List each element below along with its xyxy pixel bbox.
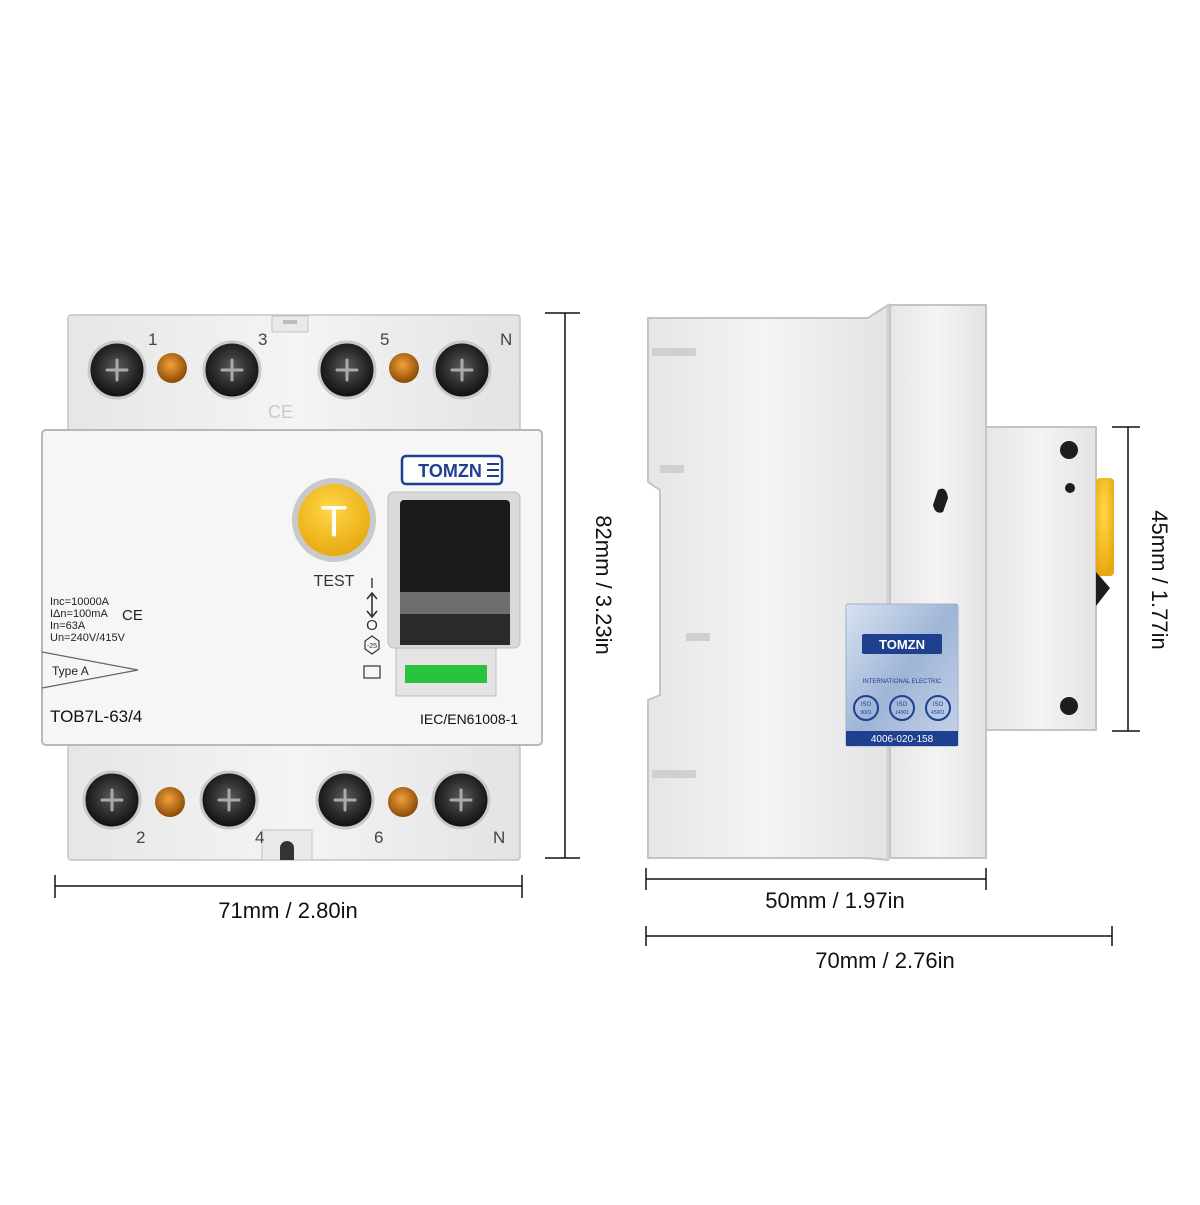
ce-mark-top: CE	[268, 402, 293, 422]
switch-lever[interactable]	[387, 491, 521, 649]
indicator-window-bottom-right	[388, 787, 418, 817]
din-clip-hole	[280, 841, 294, 860]
front-view: 1 3 5 N CE 2 4 6 N	[41, 314, 543, 861]
terminal-label-bottom-6: 6	[374, 828, 383, 847]
terminal-label-top-5: 5	[380, 330, 389, 349]
dimension-lines	[54, 312, 1140, 946]
side-slot-1	[652, 348, 696, 356]
screw-slots-bottom	[100, 788, 473, 812]
indicator-window-top-right	[389, 353, 419, 383]
cert-brand-plate	[862, 634, 942, 654]
side-lever-slot	[933, 488, 948, 513]
side-test-button	[1096, 478, 1114, 576]
switch-lever-tip	[400, 614, 510, 645]
side-slot-3	[686, 633, 710, 641]
brand-logo: TOMZN	[400, 454, 504, 486]
rating-in: In=63A	[50, 620, 86, 632]
rating-un: Un=240V/415V	[50, 632, 126, 644]
side-body-right	[889, 304, 987, 859]
indicator-window-bottom-left	[155, 787, 185, 817]
test-button-letter: T	[321, 497, 348, 546]
cert-seal-3-line1: ISO	[933, 702, 944, 708]
reset-symbol-icon	[363, 665, 381, 679]
cert-seal-1-icon	[853, 695, 879, 721]
certification-label: TOMZN INTERNATIONAL ELECTRIC ISO ISO ISO…	[845, 603, 959, 747]
dim-side-inner-label: 50mm / 1.97in	[765, 888, 904, 913]
bottom-terminals: 2 4 6 N	[82, 770, 505, 847]
test-label: TEST	[314, 573, 355, 590]
temperature-symbol: -25	[367, 643, 377, 650]
dim-side-total-label: 70mm / 2.76in	[815, 948, 954, 973]
side-switch-lever	[1096, 572, 1110, 606]
side-body-left	[647, 303, 889, 862]
screw-slots-top	[105, 358, 474, 382]
status-window-indicator	[405, 665, 487, 683]
terminal-label-bottom-2: 2	[136, 828, 145, 847]
side-slot-2	[660, 465, 684, 473]
switch-on-label: I	[370, 575, 374, 592]
ratings-block: Inc=10000A IΔn=100mA In=63A Un=240V/415V…	[50, 596, 143, 644]
standard-label: IEC/EN61008-1	[420, 711, 518, 727]
dim-front-height-label: 82mm / 3.23in	[591, 515, 616, 654]
terminal-label-top-3: 3	[258, 330, 267, 349]
side-front-protrusion	[985, 426, 1097, 731]
type-label: Type A	[52, 664, 89, 678]
mount-hole-bottom	[1060, 697, 1078, 715]
terminal-label-top-n: N	[500, 330, 512, 349]
terminal-label-bottom-4: 4	[255, 828, 264, 847]
cert-seal-2-icon	[889, 695, 915, 721]
cert-label-bg	[845, 603, 959, 747]
cert-seal-1-line2: 9001	[860, 710, 871, 716]
cert-seal-1-line1: ISO	[861, 702, 872, 708]
top-terminals: 1 3 5 N CE	[87, 330, 512, 422]
cert-seal-2-line2: 14001	[895, 710, 909, 716]
terminal-label-top-1: 1	[148, 330, 157, 349]
cert-seal-3-line2: 45001	[931, 710, 945, 716]
rating-idn: IΔn=100mA	[50, 608, 108, 620]
switch-direction-arrow-icon	[366, 591, 378, 619]
cert-seal-2-line1: ISO	[897, 702, 908, 708]
type-label-wedge	[41, 651, 139, 689]
test-button-cap	[298, 484, 370, 556]
indicator-window-top-left	[157, 353, 187, 383]
dim-side-height-label: 45mm / 1.77in	[1147, 510, 1172, 649]
switch-lever-highlight	[400, 592, 510, 614]
mount-hole-small	[1065, 483, 1075, 493]
cert-brand-text: TOMZN	[879, 637, 925, 652]
side-view: TOMZN INTERNATIONAL ELECTRIC ISO ISO ISO…	[647, 303, 1114, 862]
temperature-hexagon-icon	[364, 635, 380, 655]
mount-hole-top	[1060, 441, 1078, 459]
rating-inc: Inc=10000A	[50, 596, 110, 608]
brand-text-front: TOMZN	[418, 461, 482, 481]
test-button[interactable]: T	[292, 478, 376, 562]
terminal-label-bottom-n: N	[493, 828, 505, 847]
cert-phone: 4006-020-158	[871, 734, 934, 745]
switch-off-label: O	[366, 617, 378, 634]
ce-mark-ratings: CE	[122, 607, 143, 624]
cert-seal-3-icon	[925, 695, 951, 721]
side-slot-4	[652, 770, 696, 778]
cert-sub-label: INTERNATIONAL ELECTRIC	[863, 679, 942, 685]
model-number: TOB7L-63/4	[50, 707, 142, 726]
top-notch-slot	[283, 320, 297, 324]
brand-lines-icon	[487, 463, 499, 477]
dim-front-width-label: 71mm / 2.80in	[218, 898, 357, 923]
cert-phone-bar	[846, 731, 958, 746]
